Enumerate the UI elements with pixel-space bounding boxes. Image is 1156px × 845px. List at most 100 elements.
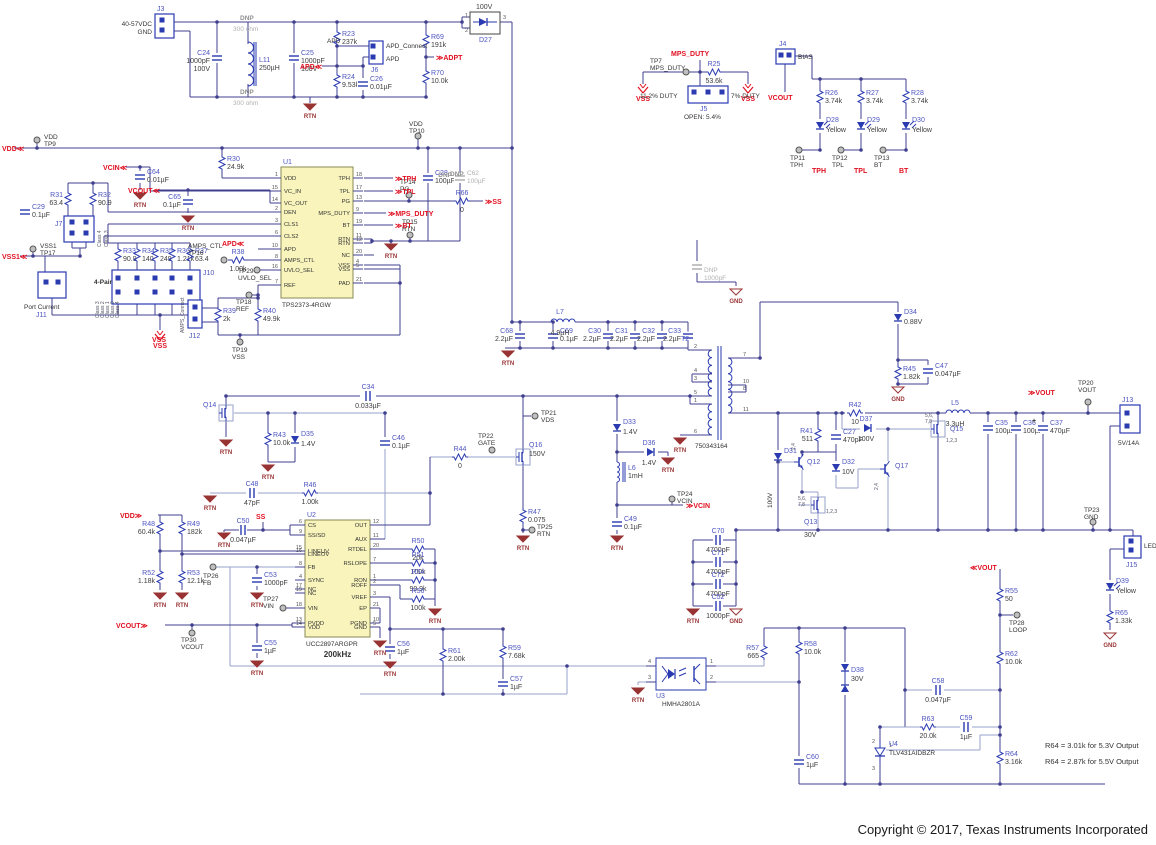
- svg-text:90.9: 90.9: [123, 256, 137, 263]
- ground-rtn: RTN: [152, 592, 168, 609]
- svg-text:MPS_DUTY: MPS_DUTY: [671, 51, 709, 58]
- svg-text:OUT: OUT: [355, 523, 368, 529]
- svg-text:OPEN: 5.4%: OPEN: 5.4%: [684, 114, 721, 121]
- svg-text:TP26: TP26: [203, 573, 219, 580]
- net-flags: VDD≪VSS1≪VCIN≪VCOUT≪APD≪≫ADPT≫TPH≫TPL≫MP…: [2, 51, 1055, 630]
- svg-text:R28: R28: [911, 90, 924, 97]
- svg-text:1.18k: 1.18k: [138, 578, 156, 585]
- svg-text:5: 5: [373, 621, 376, 627]
- svg-text:D27: D27: [479, 37, 492, 44]
- svg-text:1: 1: [465, 13, 468, 19]
- svg-text:5,6,: 5,6,: [798, 496, 806, 502]
- svg-text:Yellow: Yellow: [867, 127, 888, 134]
- svg-text:TP18: TP18: [236, 299, 252, 306]
- inductor-L7: L74.9µH: [550, 309, 576, 337]
- svg-text:10: 10: [743, 379, 749, 385]
- svg-text:TP15: TP15: [402, 219, 418, 226]
- svg-text:R46: R46: [304, 482, 317, 489]
- svg-text:1,2,3: 1,2,3: [826, 509, 837, 515]
- svg-text:7: 7: [275, 279, 278, 285]
- svg-text:140: 140: [142, 256, 154, 263]
- svg-text:C27: C27: [843, 429, 856, 436]
- svg-text:20.0k: 20.0k: [919, 733, 937, 740]
- svg-text:1000pF: 1000pF: [704, 275, 726, 282]
- svg-text:TP25: TP25: [537, 524, 553, 531]
- svg-text:3: 3: [872, 766, 875, 772]
- svg-text:RTN: RTN: [204, 506, 216, 512]
- svg-text:249: 249: [160, 256, 172, 263]
- svg-text:R43: R43: [273, 432, 286, 439]
- svg-text:0.01µF: 0.01µF: [147, 177, 169, 184]
- svg-text:100µF: 100µF: [467, 178, 486, 185]
- svg-text:63.4: 63.4: [49, 200, 63, 207]
- connector-J4: J4: [775, 41, 796, 65]
- svg-text:1000pF: 1000pF: [264, 580, 288, 587]
- svg-text:4700pF: 4700pF: [706, 591, 730, 598]
- svg-text:C50: C50: [237, 518, 250, 525]
- svg-text:NC: NC: [342, 253, 350, 259]
- svg-text:APD≪: APD≪: [300, 64, 322, 71]
- svg-text:7,8: 7,8: [798, 502, 805, 508]
- svg-text:C25: C25: [301, 50, 314, 57]
- svg-text:VC_OUT: VC_OUT: [284, 201, 308, 207]
- svg-text:RTN: RTN: [251, 603, 263, 609]
- svg-text:TPH: TPH: [812, 168, 826, 175]
- connector-J13: J13: [1119, 397, 1141, 434]
- svg-text:D37: D37: [860, 416, 873, 423]
- connector-J12: J12: [187, 299, 203, 340]
- svg-text:TP22: TP22: [478, 433, 494, 440]
- svg-text:RTN: RTN: [402, 226, 416, 233]
- svg-text:VSS: VSS: [338, 263, 350, 269]
- svg-text:VC_IN: VC_IN: [284, 189, 301, 195]
- svg-text:LINEOV: LINEOV: [308, 552, 329, 558]
- svg-text:237k: 237k: [342, 39, 358, 46]
- svg-text:3.16k: 3.16k: [1005, 759, 1023, 766]
- svg-text:VCOUT≫: VCOUT≫: [116, 623, 148, 630]
- svg-text:GND: GND: [729, 299, 743, 305]
- svg-text:470µF: 470µF: [1050, 428, 1070, 435]
- svg-text:FB: FB: [308, 565, 316, 571]
- svg-text:R25: R25: [708, 61, 721, 68]
- svg-text:Class 1: Class 1: [105, 301, 111, 318]
- svg-text:2,4: 2,4: [874, 483, 880, 490]
- connector-J10: J10: [111, 269, 214, 305]
- svg-text:GND: GND: [1084, 514, 1099, 521]
- svg-text:VDD: VDD: [308, 625, 320, 631]
- svg-text:Q17: Q17: [895, 463, 908, 470]
- svg-text:7,8: 7,8: [925, 419, 932, 425]
- svg-text:16: 16: [296, 548, 302, 554]
- connector-J5: J5: [687, 85, 729, 113]
- svg-text:0.033µF: 0.033µF: [355, 403, 381, 410]
- svg-text:Class 2: Class 2: [100, 301, 106, 318]
- svg-text:TP12: TP12: [832, 155, 848, 162]
- svg-text:3: 3: [694, 376, 697, 382]
- svg-text:15: 15: [272, 185, 278, 191]
- svg-text:C28: C28: [435, 170, 448, 177]
- ground-rtn: RTN: [132, 192, 148, 209]
- svg-text:U2: U2: [307, 512, 316, 519]
- svg-text:SS/SD: SS/SD: [308, 533, 325, 539]
- svg-text:CLS2: CLS2: [284, 234, 299, 240]
- svg-text:VCOUT: VCOUT: [768, 95, 793, 102]
- svg-text:U1: U1: [283, 159, 292, 166]
- svg-text:10: 10: [851, 419, 859, 426]
- svg-text:0.047µF: 0.047µF: [230, 537, 256, 544]
- svg-text:RTN: RTN: [338, 237, 350, 243]
